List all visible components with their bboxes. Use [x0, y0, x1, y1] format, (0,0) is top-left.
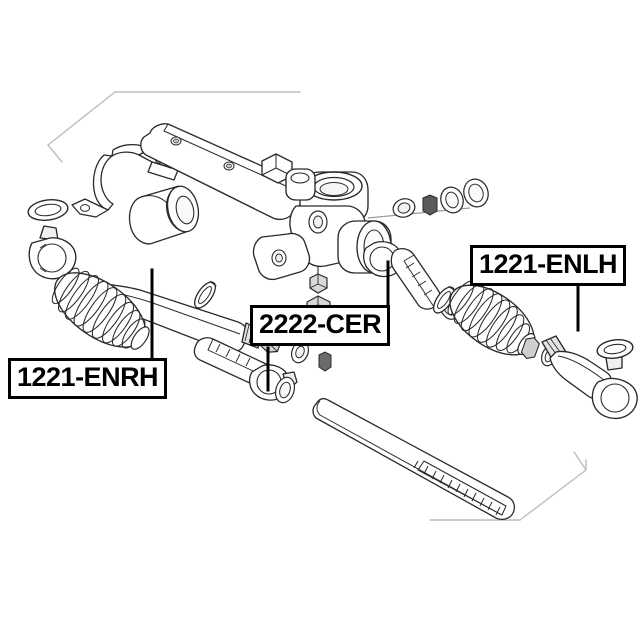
- rack-shaft: [312, 397, 515, 520]
- boot-clamp-right: [433, 285, 456, 314]
- inner-tie-rod-left: [193, 337, 298, 404]
- label-leader-lines: [150, 260, 580, 392]
- part-label-1221-enrh[interactable]: 1221-ENRH: [8, 358, 168, 399]
- washer-set: [392, 178, 489, 218]
- bellows-boot-left: [51, 267, 150, 350]
- part-label-1221-enlh[interactable]: 1221-ENLH: [470, 245, 627, 286]
- mounting-bushing: [128, 185, 200, 245]
- ball-joint-dust-ring: [290, 340, 332, 372]
- outer-tie-rod-right: [541, 335, 638, 420]
- perspective-frame: [47, 91, 587, 521]
- part-label-2222-cer[interactable]: 2222-CER: [250, 305, 391, 346]
- fastener-bolt: [309, 266, 328, 294]
- boot-clamp: [194, 280, 217, 309]
